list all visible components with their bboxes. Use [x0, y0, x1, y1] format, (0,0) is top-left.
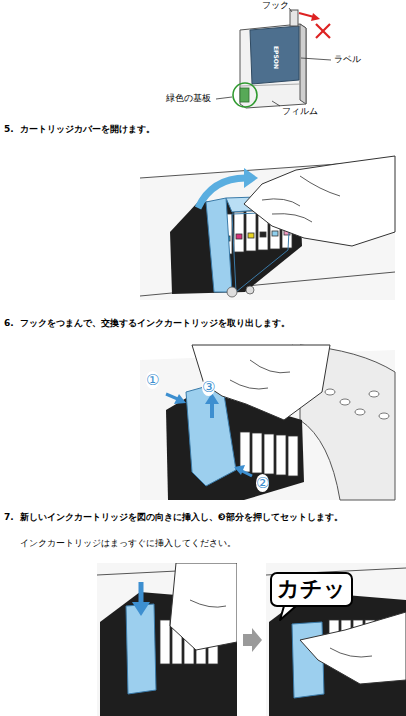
- cartridge-figure-part: [240, 24, 306, 108]
- step5-figure-part-part: [234, 212, 244, 252]
- part-name: フィルム: [282, 106, 318, 117]
- step6-figure: [140, 345, 395, 500]
- step-number: 7.: [4, 512, 14, 523]
- cartridge-figure-part: [300, 24, 306, 104]
- step5-figure: [140, 156, 395, 300]
- step5-figure-part-part: [272, 231, 278, 236]
- step7-figure-press-part: [266, 563, 406, 716]
- step-number: 5.: [4, 124, 14, 135]
- step7-figure-insert-part: [132, 602, 150, 616]
- leader-lines-part: [301, 58, 331, 60]
- step6-figure-part: [234, 465, 245, 475]
- step5-figure-part-part: [246, 211, 256, 251]
- prohibit-mark-part: [316, 24, 330, 38]
- part-name: 緑色の基板: [166, 93, 211, 104]
- step5-figure-part: [246, 286, 254, 294]
- cartridge-figure-part: [290, 10, 298, 26]
- step-text: フックをつまんで、交換するインクカートリッジを取り出します。: [20, 318, 290, 329]
- step5-figure-part: [198, 178, 246, 208]
- step7-figure-insert: [97, 563, 237, 716]
- leader-lines-part: [272, 101, 280, 106]
- step6-figure-part-part: [369, 391, 379, 397]
- step5-figure-part: [206, 198, 232, 292]
- leader-lines-part: [216, 97, 232, 99]
- step6-figure-part: [240, 432, 298, 476]
- step7-figure-press-part: [300, 612, 406, 684]
- highlight-circle: [233, 83, 257, 107]
- step-text: カートリッジカバーを開けます。: [20, 124, 155, 135]
- step7-figure-press-part: [330, 648, 372, 657]
- note-text: インクカートリッジはまっすぐに挿入してください。: [20, 538, 236, 549]
- part-name: フック: [262, 0, 289, 11]
- pull-arrow-part: [299, 13, 314, 17]
- cartridge-figure-part: [240, 88, 249, 102]
- callout-number: ③: [202, 378, 215, 396]
- step6-figure-part-part: [288, 436, 298, 476]
- step5-figure-part-part: [248, 233, 254, 238]
- step6-figure-part-part: [379, 413, 389, 419]
- brand-logo: EPSON: [273, 46, 280, 69]
- step6-figure-part-part: [276, 435, 286, 475]
- step6-figure-part: [192, 345, 330, 420]
- callout-number: ②: [256, 474, 269, 492]
- step6-figure-part-part: [340, 399, 350, 405]
- step6-figure-part: [230, 360, 290, 389]
- step5-figure-part-part: [260, 232, 266, 237]
- prohibit-mark-part: [316, 24, 330, 38]
- cartridge-figure: [240, 10, 306, 108]
- step5-figure-part-part: [236, 234, 242, 239]
- step6-figure-part-part: [252, 433, 262, 473]
- step6-figure-part: [325, 389, 389, 419]
- callout-number: ①: [146, 371, 159, 389]
- pull-arrow-part: [311, 13, 320, 21]
- prohibit-mark: [316, 24, 330, 38]
- sound-effect: カチッ: [277, 577, 346, 601]
- step6-figure-part-part: [264, 434, 274, 474]
- step6-figure-part-part: [355, 409, 365, 415]
- leader-lines: [216, 8, 331, 106]
- step7-figure-insert-part: [126, 604, 156, 694]
- next-arrow: [243, 628, 262, 652]
- sound-balloon: カチッ: [270, 572, 353, 607]
- step7-figure-insert-part: [139, 582, 144, 604]
- step6-figure-part: [174, 394, 186, 404]
- step-text: 新しいインクカートリッジを図の向きに挿入し、❸部分を押してセットします。: [20, 512, 343, 523]
- step6-figure-part-part: [325, 389, 335, 395]
- step-number: 6.: [4, 318, 14, 329]
- balloon-tail: [280, 606, 296, 620]
- step7-figure-insert-part: [170, 563, 237, 650]
- step5-figure-part: [262, 176, 340, 222]
- step7-figure-insert-part-part: [160, 620, 170, 664]
- step5-figure-part: [244, 156, 395, 246]
- leader-lines-part: [289, 8, 292, 12]
- step7-figure-insert-part: [97, 563, 237, 716]
- step7-figure-press: [266, 563, 406, 716]
- step7-figure-press-part: [269, 592, 406, 716]
- step7-figure-insert-part: [190, 600, 226, 607]
- balloon-tail: [280, 606, 296, 621]
- part-name: ラベル: [334, 54, 361, 65]
- step5-figure-part: [244, 168, 258, 188]
- cartridge-figure-part: [250, 26, 299, 84]
- pull-arrow: [299, 13, 320, 21]
- step5-figure-part: [227, 287, 237, 297]
- step6-figure-part: [210, 402, 214, 418]
